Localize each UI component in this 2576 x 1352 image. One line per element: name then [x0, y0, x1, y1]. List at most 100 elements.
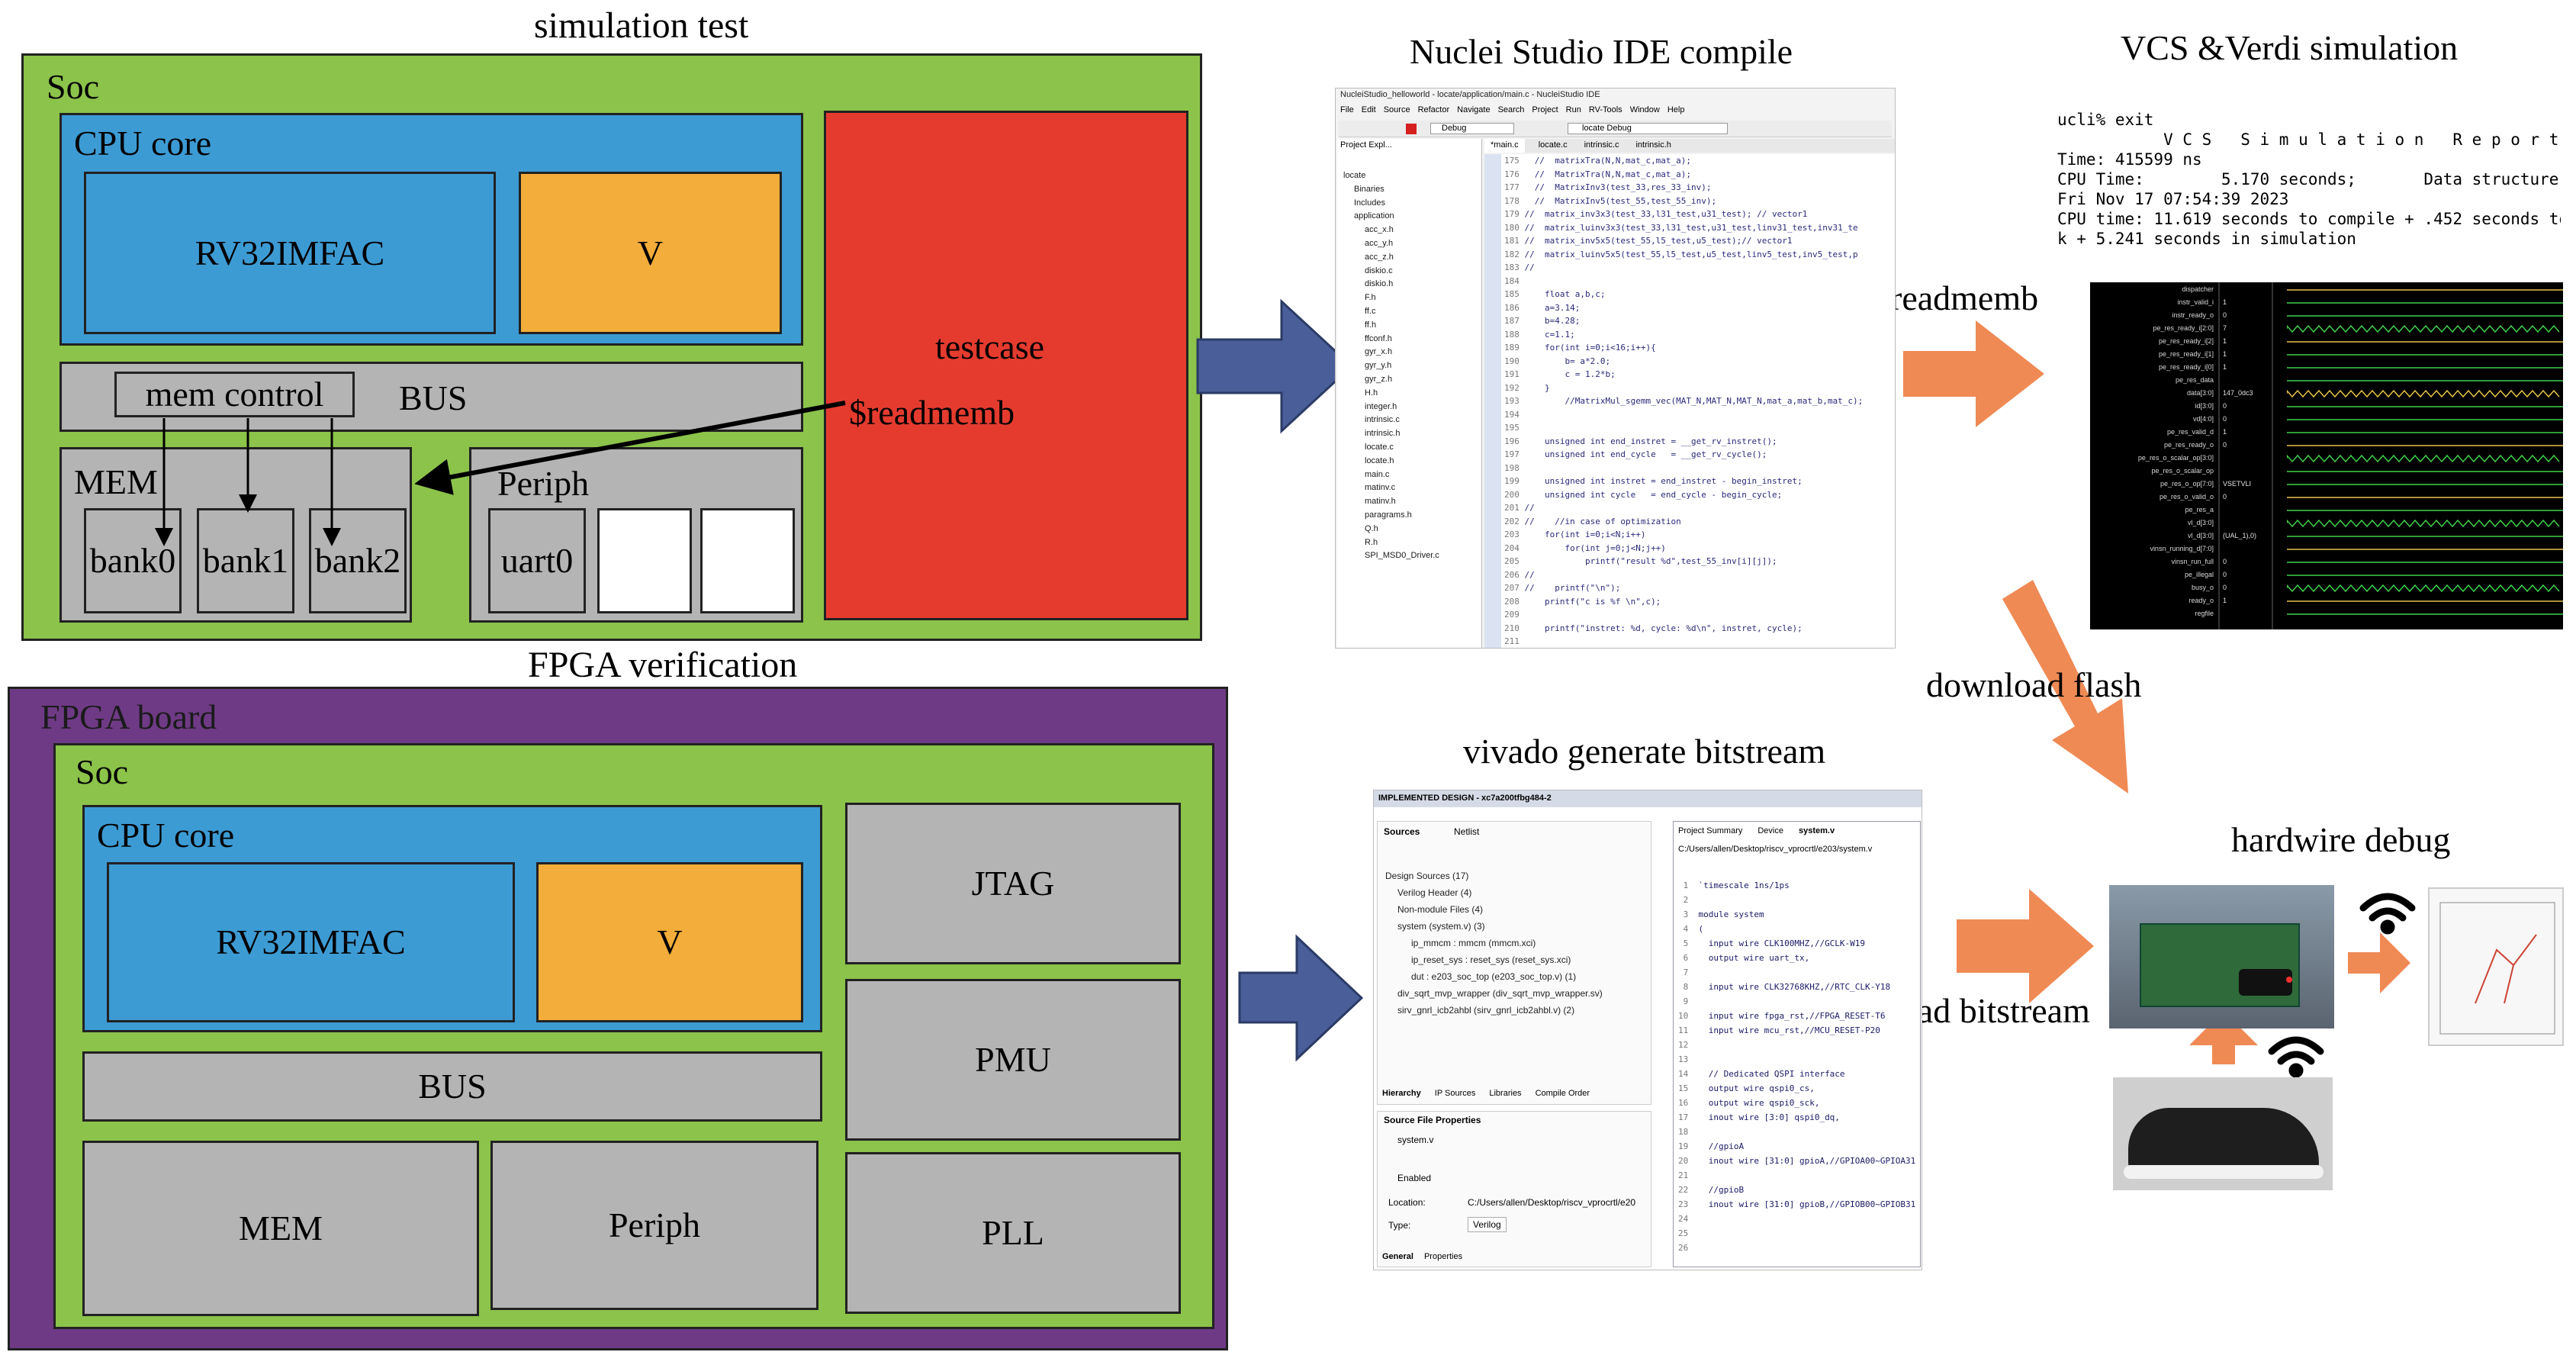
- verdi-signal[interactable]: instr_ready_o: [2172, 311, 2214, 319]
- vivado-code-lines[interactable]: 1 `timescale 1ns/1ps 2 3 module system 4…: [1678, 878, 1915, 1255]
- verdi-signal[interactable]: pe_illegal: [2184, 571, 2214, 578]
- editor-tab-intrinsic-c[interactable]: intrinsic.c: [1584, 140, 1619, 150]
- vivado-tree-item[interactable]: sirv_gnrl_icb2ahbl (sirv_gnrl_icb2ahbl.v…: [1397, 1005, 1575, 1016]
- project-summary-tab[interactable]: Project Summary: [1678, 826, 1743, 835]
- explorer-tree-item[interactable]: application: [1354, 211, 1394, 221]
- explorer-tree-item[interactable]: ff.c: [1365, 306, 1376, 316]
- launch-combo[interactable]: locate Debug: [1568, 123, 1728, 134]
- explorer-tree-item[interactable]: gyr_x.h: [1365, 347, 1393, 357]
- explorer-tree-item[interactable]: SPI_MSD0_Driver.c: [1365, 551, 1439, 561]
- explorer-tree-item[interactable]: diskio.h: [1365, 279, 1394, 289]
- verdi-signal[interactable]: vinsn_run_full: [2171, 558, 2214, 565]
- explorer-tree-item[interactable]: locate.h: [1365, 455, 1394, 465]
- vivado-tree-item[interactable]: Design Sources (17): [1385, 871, 1469, 881]
- sources-tab[interactable]: Sources: [1384, 826, 1420, 837]
- explorer-tab[interactable]: Project Expl...: [1340, 140, 1392, 150]
- menu-window[interactable]: Window: [1629, 105, 1660, 114]
- menu-file[interactable]: File: [1340, 105, 1354, 114]
- general-tab[interactable]: General: [1382, 1252, 1413, 1261]
- debug-combo[interactable]: Debug: [1430, 123, 1514, 134]
- menu-search[interactable]: Search: [1497, 105, 1525, 114]
- vivado-tree-item[interactable]: div_sqrt_mvp_wrapper (div_sqrt_mvp_wrapp…: [1397, 988, 1603, 999]
- verdi-signal[interactable]: vl_d[3:0]: [2187, 519, 2214, 526]
- verdi-signal[interactable]: data[3:0]: [2186, 389, 2214, 397]
- explorer-tree-item[interactable]: Includes: [1354, 198, 1385, 208]
- verdi-signal[interactable]: pe_res_ready_i[2]: [2158, 337, 2214, 345]
- verdi-signal[interactable]: pe_res_ready_o: [2163, 441, 2214, 449]
- verdi-signal[interactable]: pe_res_ready_i[2:0]: [2153, 324, 2214, 332]
- vivado-tree-item[interactable]: ip_reset_sys : reset_sys (reset_sys.xci): [1411, 954, 1571, 965]
- verdi-signal[interactable]: pe_res_o_scalar_op: [2151, 467, 2214, 475]
- explorer-tree-item[interactable]: acc_y.h: [1365, 238, 1394, 248]
- explorer-tree-item[interactable]: gyr_z.h: [1365, 374, 1393, 384]
- code-text: c=1.1;: [1524, 329, 1575, 340]
- type-value[interactable]: Verilog: [1468, 1217, 1507, 1232]
- editor-tab-main[interactable]: *main.c: [1484, 139, 1525, 153]
- verdi-signal[interactable]: regfile: [2195, 610, 2214, 617]
- vivado-tree-item[interactable]: dut : e203_soc_top (e203_soc_top.v) (1): [1411, 971, 1577, 982]
- netlist-tab[interactable]: Netlist: [1454, 826, 1480, 837]
- verdi-signal[interactable]: pe_res_data: [2175, 376, 2214, 384]
- explorer-tree-item[interactable]: acc_x.h: [1365, 225, 1394, 235]
- editor-tab-intrinsic-h[interactable]: intrinsic.h: [1635, 140, 1671, 150]
- compile-order-tab[interactable]: Compile Order: [1535, 1089, 1590, 1098]
- menu-help[interactable]: Help: [1667, 105, 1685, 114]
- menu-edit[interactable]: Edit: [1361, 105, 1376, 114]
- code-line: 181 // matrix_inv5x5(test_55,l5_test,u5_…: [1504, 234, 1863, 248]
- verdi-signal[interactable]: ready_o: [2188, 597, 2214, 604]
- stop-icon[interactable]: [1406, 124, 1417, 134]
- explorer-tree-item[interactable]: paragrams.h: [1365, 510, 1412, 520]
- vivado-tree-item[interactable]: Verilog Header (4): [1397, 887, 1472, 898]
- verdi-signal[interactable]: vd[4:0]: [2192, 415, 2214, 423]
- explorer-tree-item[interactable]: acc_z.h: [1365, 252, 1394, 262]
- explorer-tree-item[interactable]: locate: [1343, 171, 1366, 180]
- explorer-tree-item[interactable]: matinv.h: [1365, 497, 1396, 507]
- menu-refactor[interactable]: Refactor: [1417, 105, 1450, 114]
- vivado-tree-item[interactable]: ip_mmcm : mmcm (mmcm.xci): [1411, 938, 1536, 948]
- verdi-signal[interactable]: pe_res_o_scalar_op[3:0]: [2137, 454, 2214, 462]
- device-tab[interactable]: Device: [1758, 826, 1783, 835]
- explorer-tree-item[interactable]: H.h: [1365, 388, 1378, 398]
- enabled-checkbox[interactable]: Enabled: [1397, 1173, 1432, 1183]
- explorer-tree-item[interactable]: intrinsic.h: [1365, 429, 1401, 439]
- system-v-tab[interactable]: system.v: [1798, 826, 1835, 835]
- explorer-tree-item[interactable]: ff.h: [1365, 320, 1377, 330]
- verdi-signal[interactable]: busy_o: [2191, 584, 2214, 591]
- explorer-tree-item[interactable]: main.c: [1365, 469, 1390, 479]
- menu-run[interactable]: Run: [1565, 105, 1581, 114]
- verdi-signal[interactable]: vl_d[3:0]: [2187, 532, 2214, 539]
- verdi-signal[interactable]: dispatcher: [2182, 285, 2214, 293]
- properties-tab[interactable]: Properties: [1423, 1252, 1463, 1261]
- verdi-signal[interactable]: pe_res_a: [2185, 506, 2214, 513]
- explorer-tree-item[interactable]: gyr_y.h: [1365, 361, 1392, 371]
- libraries-tab[interactable]: Libraries: [1489, 1089, 1522, 1098]
- explorer-tree-item[interactable]: Binaries: [1354, 184, 1384, 194]
- vivado-tree-item[interactable]: system (system.v) (3): [1397, 921, 1485, 932]
- verdi-signal[interactable]: id[3:0]: [2195, 402, 2214, 410]
- explorer-tree-item[interactable]: intrinsic.c: [1365, 415, 1400, 425]
- explorer-tree-item[interactable]: diskio.c: [1365, 266, 1393, 275]
- hierarchy-tab[interactable]: Hierarchy: [1382, 1089, 1421, 1098]
- verdi-signal[interactable]: pe_res_valid_d: [2166, 428, 2214, 436]
- verdi-signal[interactable]: pe_res_ready_i[1]: [2158, 350, 2214, 358]
- explorer-tree-item[interactable]: F.h: [1365, 293, 1376, 303]
- vivado-tree-item[interactable]: Non-module Files (4): [1397, 904, 1484, 915]
- explorer-tree-item[interactable]: matinv.c: [1365, 483, 1396, 493]
- editor-tab-locate[interactable]: locate.c: [1538, 140, 1568, 150]
- explorer-tree-item[interactable]: integer.h: [1365, 401, 1397, 411]
- explorer-tree-item[interactable]: R.h: [1365, 537, 1378, 547]
- explorer-tree-item[interactable]: ffconf.h: [1365, 333, 1392, 343]
- verdi-signal[interactable]: pe_res_o_valid_o: [2159, 493, 2214, 501]
- menu-rv-tools[interactable]: RV-Tools: [1588, 105, 1622, 114]
- verdi-signal[interactable]: vinsn_running_d[7:0]: [2150, 545, 2214, 552]
- ip-sources-tab[interactable]: IP Sources: [1434, 1089, 1476, 1098]
- menu-navigate[interactable]: Navigate: [1457, 105, 1491, 114]
- verdi-signal[interactable]: pe_res_o_op[7:0]: [2160, 480, 2214, 488]
- menu-source[interactable]: Source: [1383, 105, 1410, 114]
- code-editor[interactable]: 175 // matrixTra(N,N,mat_c,mat_a);176 //…: [1484, 154, 1895, 648]
- explorer-tree-item[interactable]: Q.h: [1365, 523, 1378, 533]
- menu-project[interactable]: Project: [1532, 105, 1558, 114]
- verdi-signal[interactable]: pe_res_ready_i[0]: [2158, 363, 2214, 371]
- verdi-signal[interactable]: instr_valid_i: [2177, 298, 2214, 306]
- explorer-tree-item[interactable]: locate.c: [1365, 442, 1394, 452]
